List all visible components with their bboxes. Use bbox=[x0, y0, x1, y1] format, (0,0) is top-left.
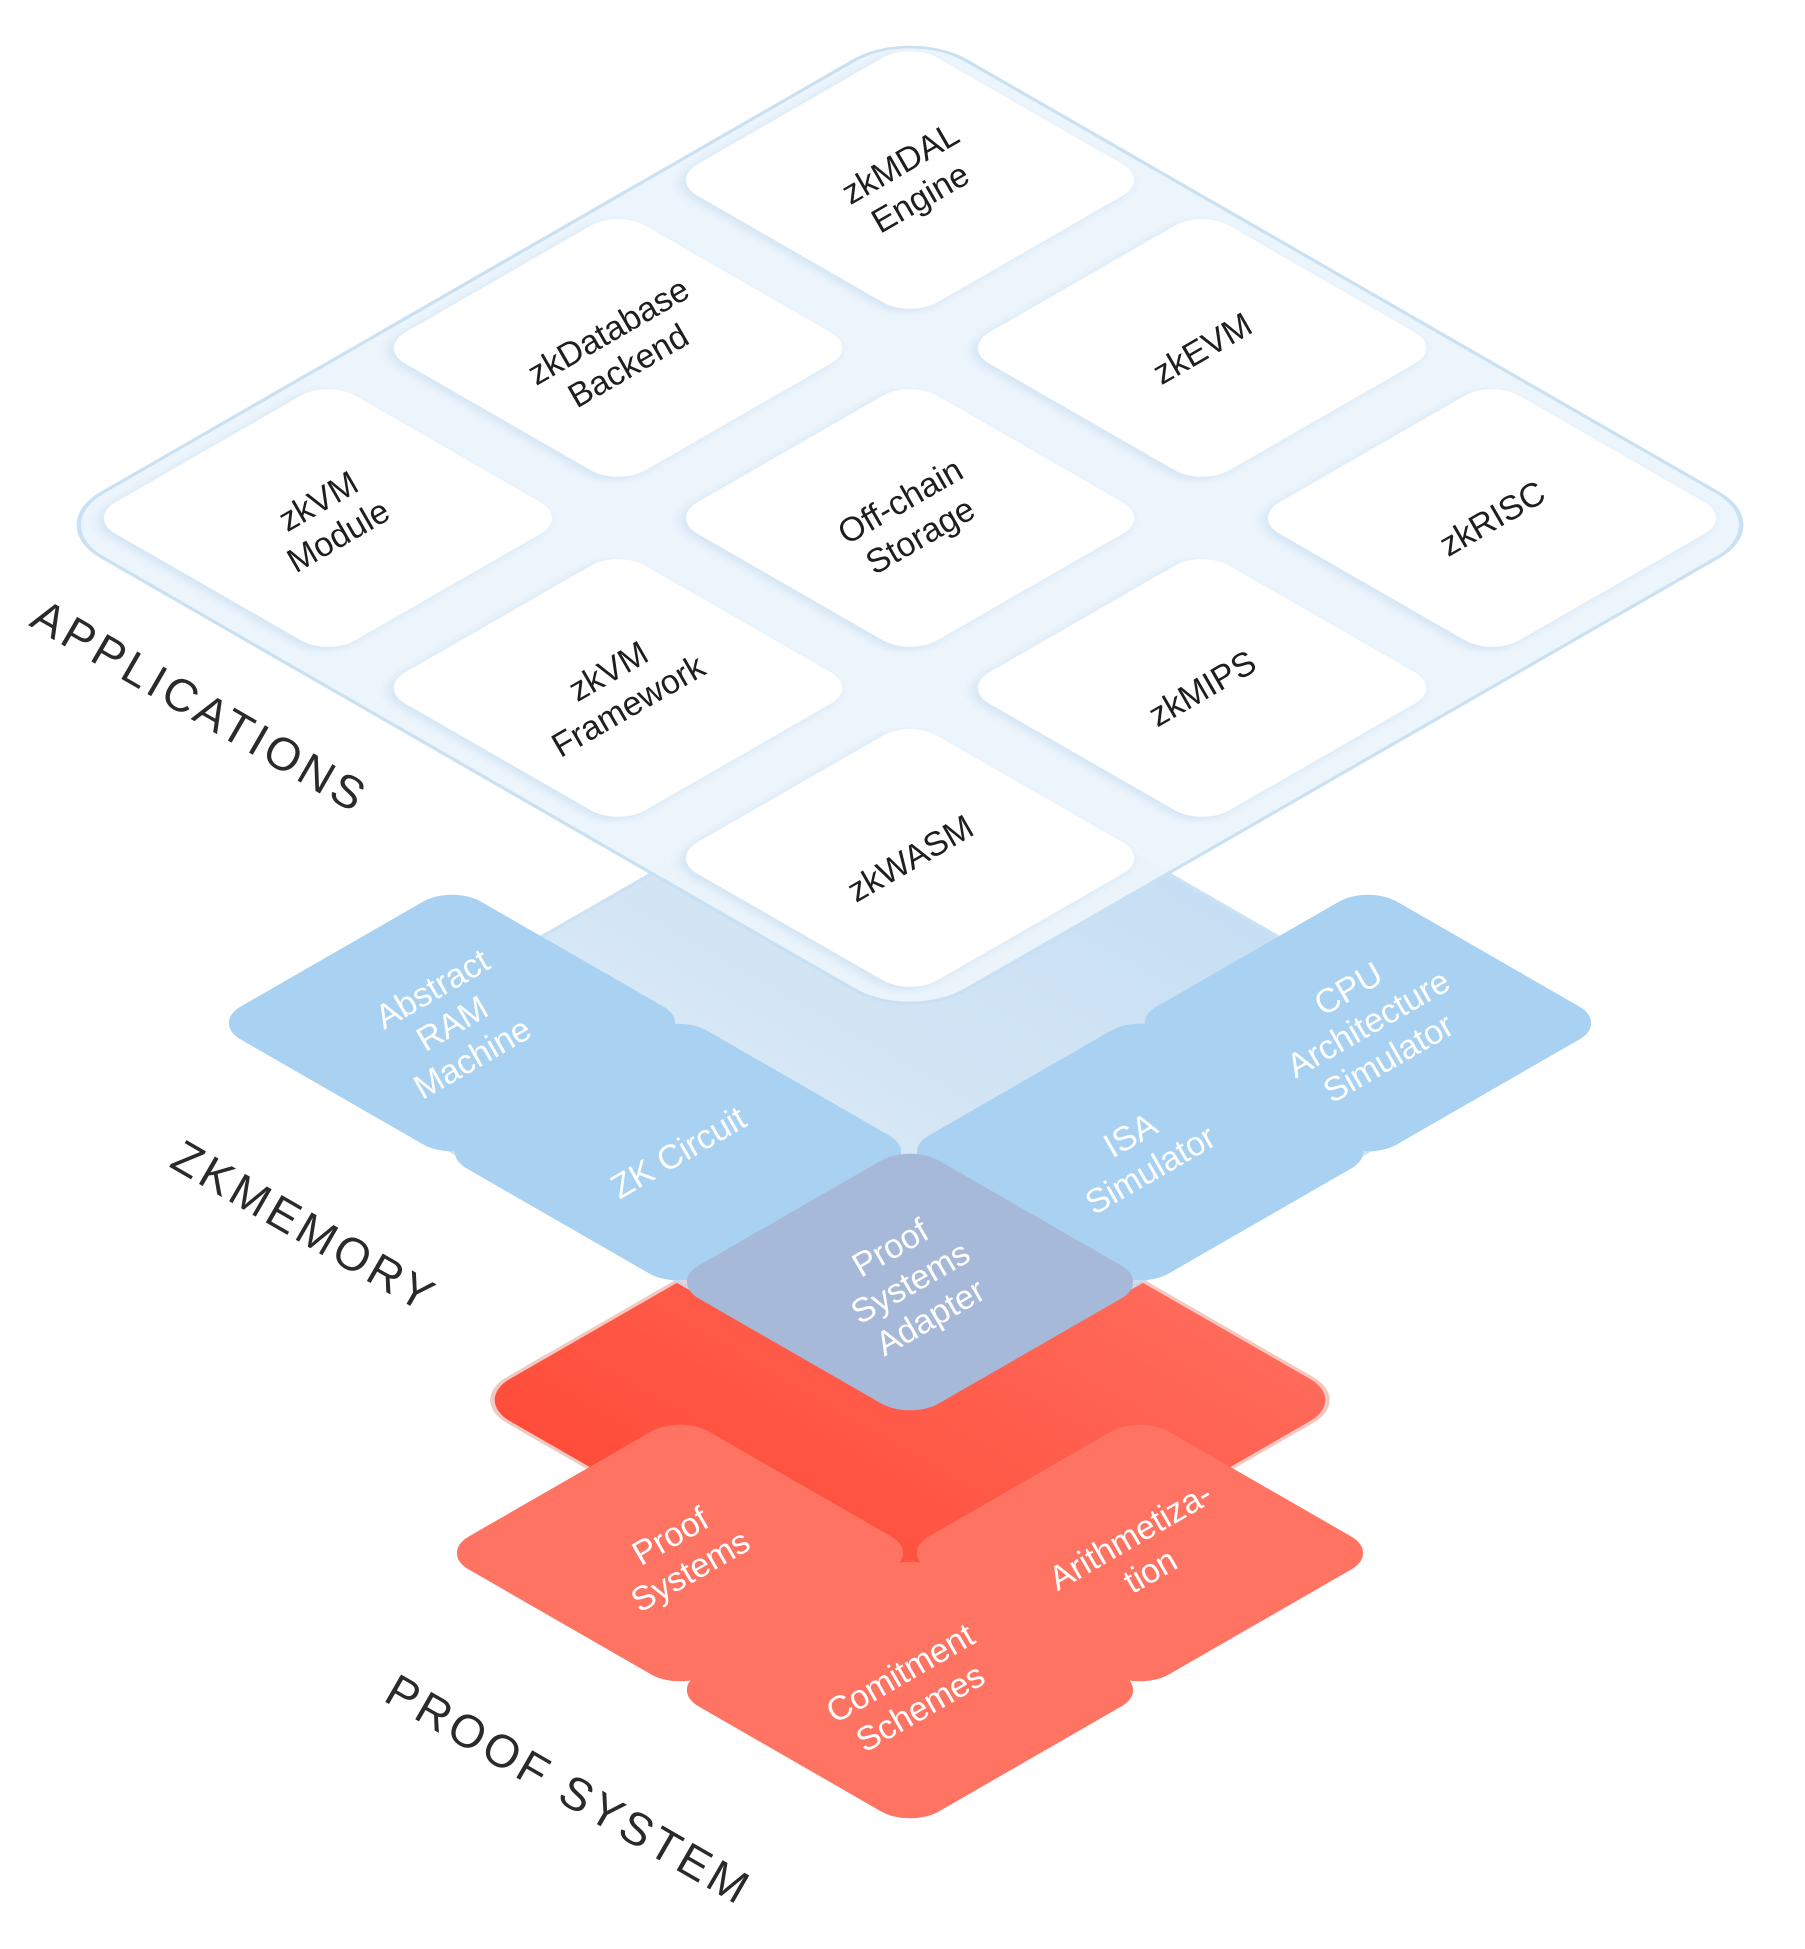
tile-surface bbox=[103, 389, 553, 647]
tile-surface bbox=[977, 219, 1427, 477]
tile-surface bbox=[393, 219, 843, 477]
zkmemory-label: ZKMEMORY bbox=[163, 1130, 446, 1324]
tile-zkvm-framework: zkVMFramework bbox=[393, 559, 843, 817]
tile-surface bbox=[456, 1424, 904, 1682]
tile-zkmips: zkMIPS bbox=[977, 559, 1427, 817]
tile-surface bbox=[686, 1561, 1134, 1819]
tile-surface bbox=[977, 559, 1427, 817]
tile-proof-systems: ProofSystems bbox=[456, 1424, 904, 1682]
tile-arithmetiza-tion: Arithmetiza-tion bbox=[916, 1424, 1364, 1682]
tile-zkvm-module: zkVMModule bbox=[103, 389, 553, 647]
tile-off-chain-storage: Off-chainStorage bbox=[685, 389, 1135, 647]
tile-surface bbox=[1267, 389, 1717, 647]
tile-zkwasm: zkWASM bbox=[685, 729, 1135, 987]
tile-surface bbox=[916, 1424, 1364, 1682]
tile-surface bbox=[685, 389, 1135, 647]
tile-proof-systems-adapter: ProofSystemsAdapter bbox=[686, 1153, 1134, 1411]
tile-surface bbox=[686, 1153, 1134, 1411]
tile-zkmdal-engine: zkMDALEngine bbox=[685, 51, 1135, 309]
tile-zkdatabase-backend: zkDatabaseBackend bbox=[393, 219, 843, 477]
tile-zkrisc: zkRISC bbox=[1267, 389, 1717, 647]
tile-zkevm: zkEVM bbox=[977, 219, 1427, 477]
zkmemory-layer: AbstractRAMMachineCPUArchitectureSimulat… bbox=[163, 739, 1592, 1411]
tile-surface bbox=[685, 729, 1135, 987]
tile-comitment-schemes: ComitmentSchemes bbox=[686, 1561, 1134, 1819]
tile-surface bbox=[685, 51, 1135, 309]
tile-surface bbox=[393, 559, 843, 817]
